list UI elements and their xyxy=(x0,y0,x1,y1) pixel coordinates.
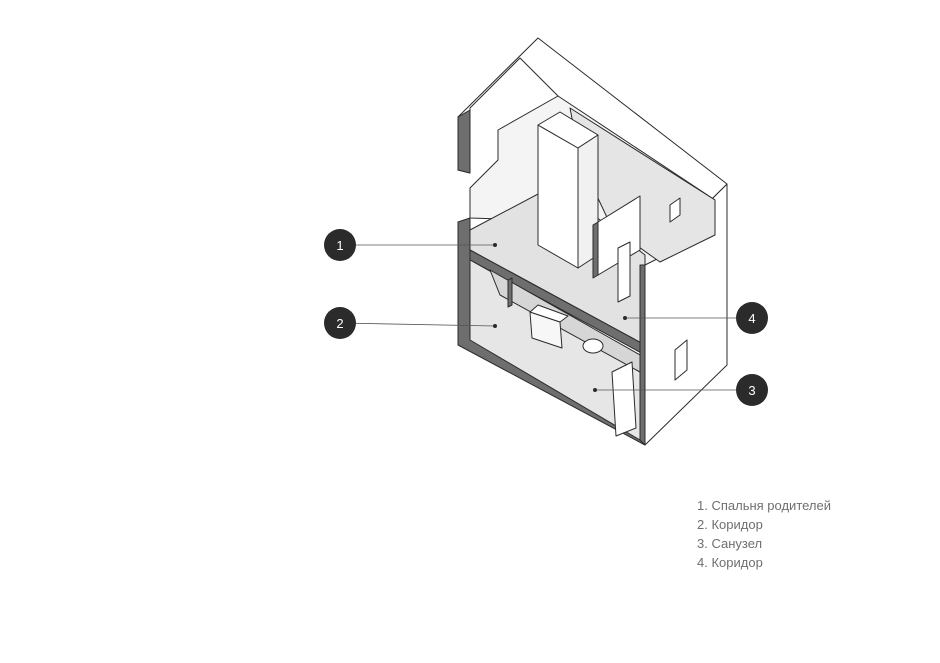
callout-3-number: 3 xyxy=(748,383,755,398)
callout-4-circle xyxy=(736,302,768,334)
bathtub xyxy=(611,361,637,437)
legend-item-2: 2. Коридор xyxy=(697,517,763,532)
leader-lines xyxy=(339,244,752,391)
room-legend: 1. Спальня родителей 2. Коридор 3. Сануз… xyxy=(697,496,831,572)
legend-item-1: 1. Спальня родителей xyxy=(697,498,832,513)
callout-1-circle xyxy=(324,229,356,261)
leader-dot-1 xyxy=(493,243,497,247)
legend-item-3: 3. Санузел xyxy=(697,536,763,551)
window-niche-upper xyxy=(669,197,681,223)
callout-2-circle xyxy=(324,307,356,339)
corridor-post xyxy=(507,277,513,308)
wardrobe-front xyxy=(537,124,579,269)
right-wall-cut xyxy=(639,264,646,446)
callout-4-number: 4 xyxy=(748,311,755,326)
toilet xyxy=(582,338,604,354)
callout-4: 4 xyxy=(736,302,768,334)
callout-2: 2 xyxy=(324,307,356,339)
legend-item-4: 4. Коридор xyxy=(697,555,763,570)
building-model xyxy=(457,37,728,446)
callout-2-number: 2 xyxy=(336,316,343,331)
callout-3: 3 xyxy=(736,374,768,406)
leader-dot-3 xyxy=(593,388,597,392)
callout-1-number: 1 xyxy=(336,238,343,253)
leader-dot-4 xyxy=(623,316,627,320)
partition-cut xyxy=(592,221,599,279)
door-pillar xyxy=(617,241,631,303)
sink-cabinet-top xyxy=(529,304,569,323)
leader-dots xyxy=(493,243,627,392)
callout-3-circle xyxy=(736,374,768,406)
window-niche-lower xyxy=(674,339,688,381)
callout-1: 1 xyxy=(324,229,356,261)
leader-dot-2 xyxy=(493,324,497,328)
back-wall-cut xyxy=(457,109,471,174)
leader-line-2 xyxy=(339,322,496,327)
